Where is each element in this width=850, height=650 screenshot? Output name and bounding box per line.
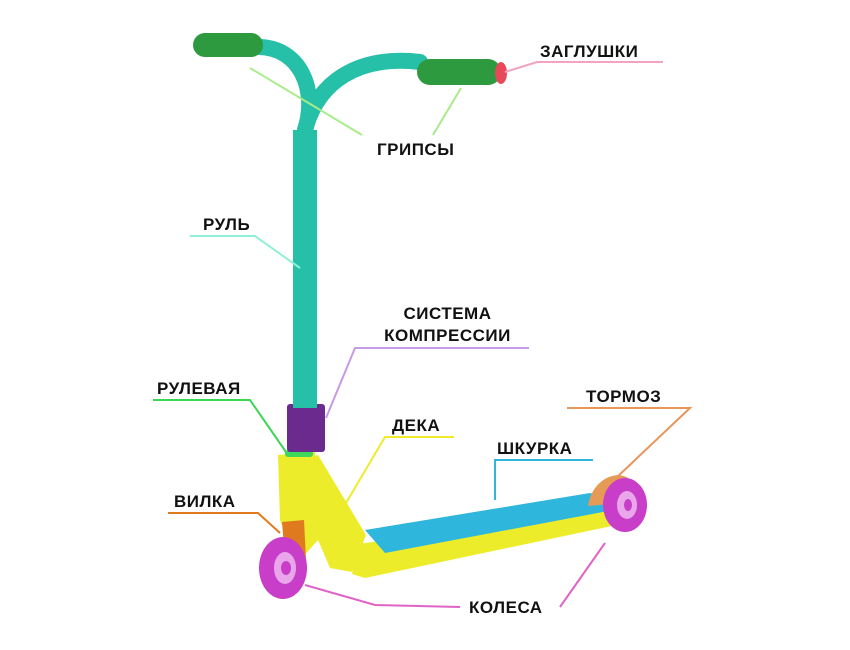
label-compression-line2: КОМПРЕССИИ bbox=[384, 326, 511, 345]
leader-compression bbox=[325, 347, 529, 419]
label-griptape: ШКУРКА bbox=[497, 439, 573, 458]
handlebar bbox=[250, 39, 428, 408]
right-grip bbox=[417, 59, 501, 85]
leader-wheels-front bbox=[304, 584, 461, 608]
front-wheel bbox=[259, 537, 307, 599]
leader-caps bbox=[504, 61, 663, 73]
label-compression: СИСТЕМА КОМПРЕССИИ bbox=[365, 303, 530, 347]
leader-wheels-rear bbox=[559, 542, 606, 608]
rear-wheel bbox=[603, 478, 647, 532]
label-headset: РУЛЕВАЯ bbox=[157, 379, 241, 398]
compression-clamp bbox=[287, 404, 325, 452]
label-deck: ДЕКА bbox=[392, 416, 441, 435]
leader-grips-right bbox=[432, 87, 462, 136]
label-fork: ВИЛКА bbox=[174, 492, 236, 511]
bar-end-cap bbox=[495, 62, 507, 84]
label-caps: ЗАГЛУШКИ bbox=[540, 42, 639, 61]
left-grip bbox=[193, 33, 263, 57]
leader-grips-left bbox=[249, 67, 363, 136]
label-brake: ТОРМОЗ bbox=[586, 387, 662, 406]
label-bar: РУЛЬ bbox=[203, 215, 251, 234]
griptape bbox=[365, 493, 640, 553]
leader-fork bbox=[168, 512, 281, 534]
label-compression-line1: СИСТЕМА bbox=[403, 304, 492, 323]
label-grips: ГРИПСЫ bbox=[377, 140, 455, 159]
label-wheels: КОЛЕСА bbox=[469, 598, 543, 617]
leader-griptape bbox=[494, 459, 593, 500]
leader-deck bbox=[345, 436, 454, 504]
leader-brake bbox=[567, 407, 693, 479]
leader-bar bbox=[190, 235, 301, 269]
leader-headset bbox=[153, 399, 287, 453]
